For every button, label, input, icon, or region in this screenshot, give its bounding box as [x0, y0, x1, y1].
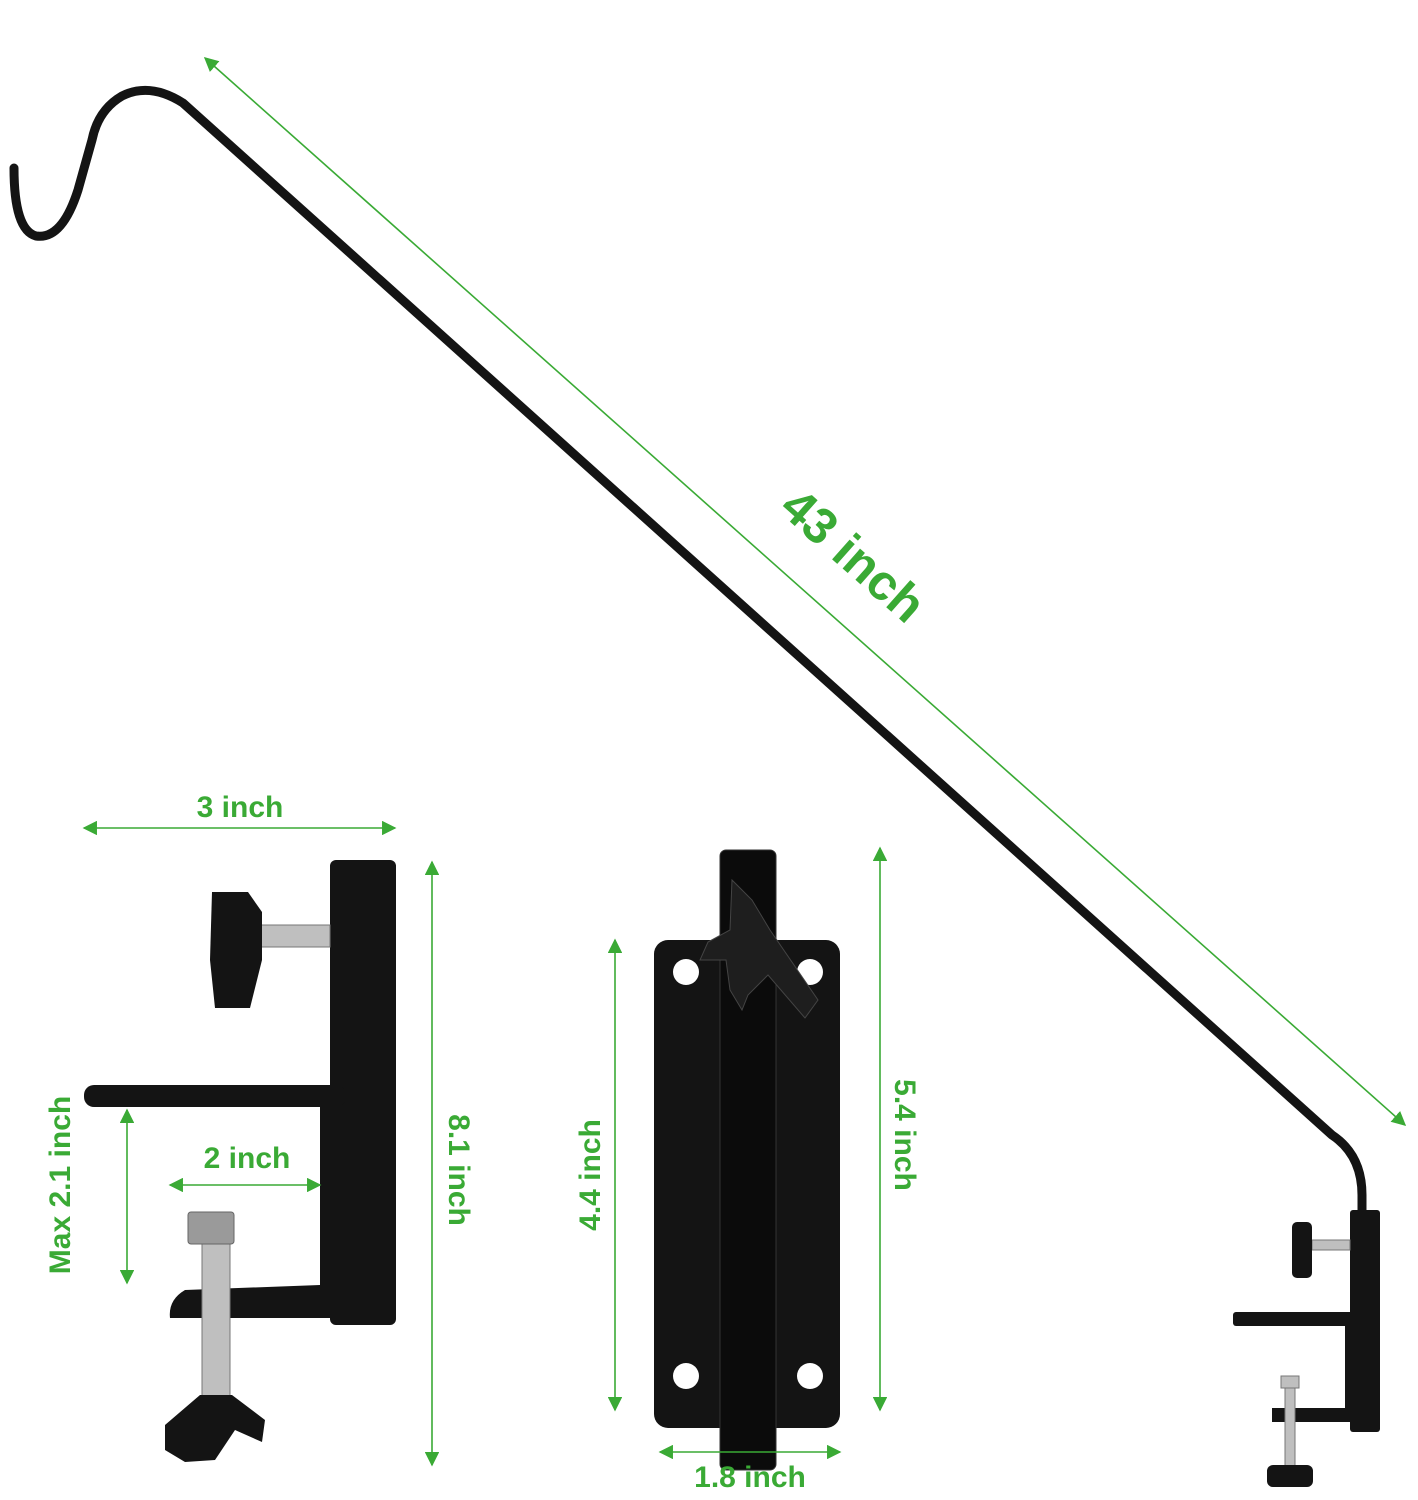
label-clamp-opening: Max 2.1 inch — [44, 1096, 77, 1274]
label-bracket-width: 1.8 inch — [694, 1461, 806, 1494]
wall-bracket — [654, 849, 840, 1471]
label-clamp-depth: 2 inch — [204, 1142, 291, 1175]
label-clamp-width: 3 inch — [197, 791, 284, 824]
dim-line-hook-length — [203, 57, 1407, 1126]
label-hook-length: 43 inch — [770, 477, 936, 633]
shepherd-hook — [9, 85, 1367, 1225]
dimension-lines — [82, 57, 1407, 1467]
label-bracket-height: 5.4 inch — [888, 1079, 921, 1191]
label-clamp-height: 8.1 inch — [442, 1114, 475, 1226]
label-plate-height: 4.4 inch — [574, 1119, 607, 1231]
hook-clamp-small — [1233, 1210, 1380, 1487]
